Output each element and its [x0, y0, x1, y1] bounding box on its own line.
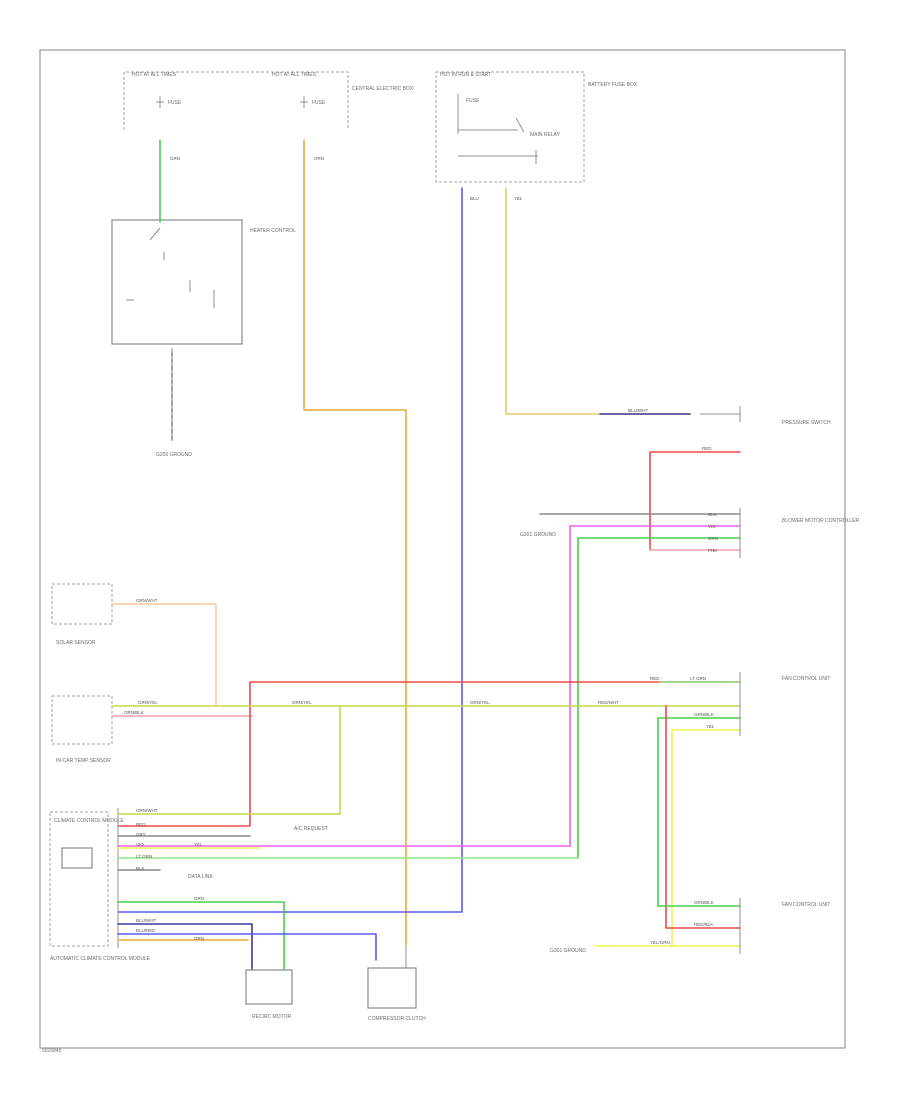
- wire-green-blower: [577, 537, 741, 859]
- wire-blue-battery: [117, 187, 463, 913]
- hot-at-all-times-label-1: HOT AT ALL TIMES: [132, 72, 177, 78]
- wire-code-blured: BLU/RED: [136, 928, 156, 933]
- wire-navy-mod: [117, 923, 253, 971]
- wire-code-vio: VIO: [708, 524, 716, 529]
- blower-motor-connector: RED G201 GROUND BLK VIO GRN PNK BLOWER M…: [520, 446, 860, 859]
- footer-id: 5026845: [42, 1048, 62, 1054]
- auto-ac-module-label: AUTOMATIC CLIMATE CONTROL MODULE: [50, 956, 151, 962]
- wire-code-bluwht: BLU/WHT: [136, 918, 157, 923]
- fan-control-unit-right: LT GRN RED GRN/BLK YEL FAN CONTROL UNIT: [650, 672, 830, 947]
- pressure-switch-label: PRESSURE SWITCH: [782, 420, 831, 426]
- in-car-sensor: IN-CAR TEMP SENSOR ORN/BLK: [51, 695, 253, 764]
- central-box-label: CENTRAL ELECTRIC BOX: [352, 86, 414, 92]
- wire-red-bus: [117, 681, 741, 827]
- wire-yellowgreen-mod: [117, 705, 341, 815]
- wire-code-gry: GRY: [136, 832, 146, 837]
- ground-label-3: G301 GROUND: [550, 948, 586, 954]
- wire-code-orange: ORN: [314, 156, 324, 161]
- fuse-label-3: FUSE: [466, 98, 480, 104]
- relay-switch-symbol: [457, 94, 538, 164]
- diagram-frame: [39, 49, 846, 1049]
- ground-label-1: G200 GROUND: [156, 452, 192, 458]
- compressor-label: COMPRESSOR CLUTCH: [368, 1016, 426, 1022]
- wire-code-grnyel-3: GRN/YEL: [470, 700, 490, 705]
- auto-climate-module: CLIMATE CONTROL MODULE AUTOMATIC CLIMATE…: [49, 705, 579, 971]
- wire-code-blk-2: BLK: [136, 866, 145, 871]
- wire-code-red-2: RED: [650, 676, 660, 681]
- wire-code-grnyel: GRN/YEL: [138, 700, 158, 705]
- wire-code-grnyel-2: GRN/YEL: [292, 700, 312, 705]
- wire-code-yel-3: YEL: [194, 842, 203, 847]
- hot-at-all-times-label-2: HOT AT ALL TIMES: [272, 72, 317, 78]
- wire-code-yel-2: YEL: [706, 724, 715, 729]
- wire-code-blk: BLK: [708, 512, 717, 517]
- hot-in-run-label: HOT IN RUN & START: [440, 72, 491, 78]
- wire-code-blue: BLU: [470, 196, 479, 201]
- ground-label-2: G201 GROUND: [520, 532, 556, 538]
- solar-sensor-label: SOLAR SENSOR: [56, 640, 96, 646]
- wire-code-ornwht-2: ORN/WHT: [136, 808, 158, 813]
- ground-g200: G200 GROUND: [156, 348, 192, 458]
- wire-code-green: GRN: [170, 156, 180, 161]
- fuse-symbol-2: [300, 96, 308, 108]
- wire-code-nav: BLU/WHT: [628, 408, 649, 413]
- central-electric-box: HOT AT ALL TIMES HOT AT ALL TIMES CENTRA…: [123, 71, 414, 130]
- fuse-label-2: FUSE: [312, 100, 326, 106]
- wire-code-yellow: YEL: [514, 196, 523, 201]
- climate-control-relay: HEATER CONTROL: [111, 219, 296, 345]
- wire-code-ltgrn: LT GRN: [690, 676, 706, 681]
- wire-code-ltgrn-2: LT GRN: [136, 854, 152, 859]
- recirc-motor: RECIRC MOTOR: [245, 969, 293, 1020]
- recirc-label: RECIRC MOTOR: [252, 1014, 291, 1020]
- wire-magenta-blower: [569, 525, 741, 847]
- wire-code-grn-2: GRN: [708, 536, 718, 541]
- wire-code-yelgrn: YEL/GRN: [650, 940, 670, 945]
- compressor-clutch: COMPRESSOR CLUTCH: [367, 945, 426, 1022]
- heater-module-label: HEATER CONTROL: [250, 228, 296, 234]
- climate-module-label: CLIMATE CONTROL MODULE: [54, 818, 124, 824]
- wire-code-redwht: RED/WHT: [598, 700, 619, 705]
- wire-code-ornblk: ORN/BLK: [124, 710, 144, 715]
- wire-code-orn-2: ORN: [194, 936, 204, 941]
- data-link-label: DATA LINK: [188, 874, 213, 880]
- solar-sensor: SOLAR SENSOR ORN/WHT: [51, 583, 217, 707]
- fuse-label-1: FUSE: [168, 100, 182, 106]
- wire-code-grnblk: GRN/BLK: [694, 712, 714, 717]
- wire-code-red: RED: [702, 446, 712, 451]
- blower-motor-label: BLOWER MOTOR CONTROLLER: [782, 518, 860, 524]
- relay-label: MAIN RELAY: [530, 132, 561, 138]
- fan-right-label: FAN CONTROL UNIT: [782, 676, 830, 682]
- wire-code-pnk: PNK: [708, 548, 717, 553]
- wire-blue-mod: [117, 933, 377, 961]
- wire-green-fan: [657, 717, 741, 907]
- in-car-sensor-label: IN-CAR TEMP SENSOR: [56, 758, 111, 764]
- pressure-switch: PRESSURE SWITCH: [700, 406, 831, 426]
- wire-code-red-3: RED: [136, 822, 146, 827]
- wire-code-grn-3: GRN: [194, 896, 204, 901]
- battery-box-label: BATTERY FUSE BOX: [588, 82, 638, 88]
- no-signal-label: A/C REQUEST: [294, 826, 328, 832]
- battery-fuse-box: HOT IN RUN & START BATTERY FUSE BOX FUSE…: [435, 71, 638, 183]
- wire-yellow-fan: [671, 729, 741, 947]
- wire-lightorange-solar: [111, 603, 217, 707]
- module-display: [61, 847, 93, 869]
- wire-orange-fuse2: [303, 139, 407, 946]
- fan-control-unit-left: GRN/BLK RED/BLK YEL/GRN FAN CONTROL UNIT…: [550, 898, 830, 954]
- wire-code-redblk: RED/BLK: [694, 922, 713, 927]
- wire-code-vio-2: VIO: [136, 842, 144, 847]
- relay-contact-symbol: [126, 227, 215, 308]
- fan-left-label: FAN CONTROL UNIT: [782, 902, 830, 908]
- wire-pink-blower: [649, 451, 741, 551]
- wire-yellow-battery: [505, 187, 691, 415]
- wire-code-grnblk-2: GRN/BLK: [694, 900, 714, 905]
- wire-code-ornwht: ORN/WHT: [136, 598, 158, 603]
- fuse-symbol-1: [156, 96, 164, 108]
- wire-green-mod: [117, 901, 285, 971]
